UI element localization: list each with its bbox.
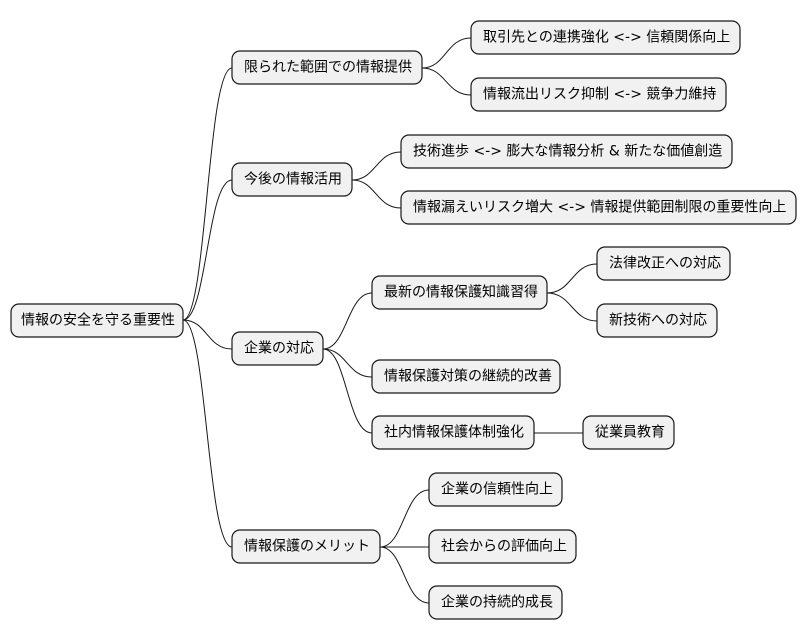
branch-node-label: 企業の対応 — [244, 340, 314, 357]
leaf-node-continuous-improvement[interactable]: 情報保護対策の継続的改善 — [371, 359, 561, 394]
leaf-node-internal-system[interactable]: 社内情報保護体制強化 — [371, 415, 535, 450]
branch-node-protection-merits[interactable]: 情報保護のメリット — [231, 529, 381, 564]
branch-node-future-use[interactable]: 今後の情報活用 — [231, 162, 353, 197]
leaf-node-label: 企業の持続的成長 — [441, 594, 553, 611]
connector-b2-c1 — [351, 151, 402, 181]
leaf-node-trust-improvement[interactable]: 企業の信頼性向上 — [428, 472, 563, 507]
leaf-node-leak-suppression[interactable]: 情報流出リスク抑制 <-> 競争力維持 — [470, 77, 727, 112]
branch-node-company-response[interactable]: 企業の対応 — [231, 331, 324, 366]
leaf-node-social-evaluation[interactable]: 社会からの評価向上 — [428, 529, 577, 564]
connector-root-branch3 — [182, 319, 233, 350]
connector-b2-c2 — [351, 179, 402, 209]
branch-node-label: 限られた範囲での情報提供 — [244, 59, 412, 76]
leaf-node-label: 情報漏えいリスク増大 <-> 情報提供範囲制限の重要性向上 — [413, 199, 786, 216]
branch-node-label: 今後の情報活用 — [244, 172, 342, 188]
connector-b1-c1 — [421, 37, 472, 69]
connector-root-branch1 — [182, 67, 233, 321]
leaf-node-law-revision[interactable]: 法律改正への対応 — [596, 246, 731, 281]
connector-knowledge-tech — [546, 292, 598, 322]
leaf-node-label: 技術進歩 <-> 膨大な情報分析 & 新たな価値創造 — [413, 143, 722, 160]
connector-knowledge-law — [546, 263, 598, 294]
leaf-node-label: 情報保護対策の継続的改善 — [384, 368, 552, 385]
leaf-node-tech-progress[interactable]: 技術進歩 <-> 膨大な情報分析 & 新たな価値創造 — [400, 134, 733, 169]
leaf-node-label: 社内情報保護体制強化 — [384, 425, 524, 441]
connector-b4-c3 — [379, 546, 430, 604]
leaf-node-new-technology[interactable]: 新技術への対応 — [596, 303, 718, 338]
leaf-node-label: 新技術への対応 — [609, 313, 707, 329]
leaf-node-label: 社会からの評価向上 — [441, 539, 567, 555]
connector-b3-c1 — [322, 292, 373, 350]
connector-b3-c3 — [322, 348, 373, 434]
connectors — [182, 37, 598, 604]
connector-b1-c2 — [421, 67, 472, 96]
leaf-node-leak-risk[interactable]: 情報漏えいリスク増大 <-> 情報提供範囲制限の重要性向上 — [400, 190, 797, 225]
leaf-node-latest-knowledge[interactable]: 最新の情報保護知識習得 — [371, 275, 548, 310]
connector-root-branch2 — [182, 179, 233, 321]
leaf-node-partner-cooperation[interactable]: 取引先との連携強化 <-> 信頼関係向上 — [470, 20, 741, 55]
branch-node-label: 情報保護のメリット — [244, 539, 370, 555]
leaf-node-label: 情報流出リスク抑制 <-> 競争力維持 — [483, 87, 716, 103]
leaf-node-label: 企業の信頼性向上 — [441, 481, 553, 498]
connector-b4-c1 — [379, 489, 430, 548]
leaf-node-label: 最新の情報保護知識習得 — [384, 284, 538, 301]
connector-b3-c2 — [322, 348, 373, 378]
branch-node-limited-scope[interactable]: 限られた範囲での情報提供 — [231, 50, 423, 85]
leaf-node-sustainable-growth[interactable]: 企業の持続的成長 — [428, 585, 563, 620]
leaf-node-label: 法律改正への対応 — [609, 256, 721, 272]
leaf-node-label: 取引先との連携強化 <-> 信頼関係向上 — [483, 30, 730, 46]
leaf-node-employee-education[interactable]: 従業員教育 — [582, 415, 675, 450]
leaf-node-label: 従業員教育 — [595, 425, 665, 441]
root-node[interactable]: 情報の安全を守る重要性 — [10, 303, 184, 338]
connector-root-branch4 — [182, 319, 233, 548]
root-node-label: 情報の安全を守る重要性 — [21, 312, 175, 329]
